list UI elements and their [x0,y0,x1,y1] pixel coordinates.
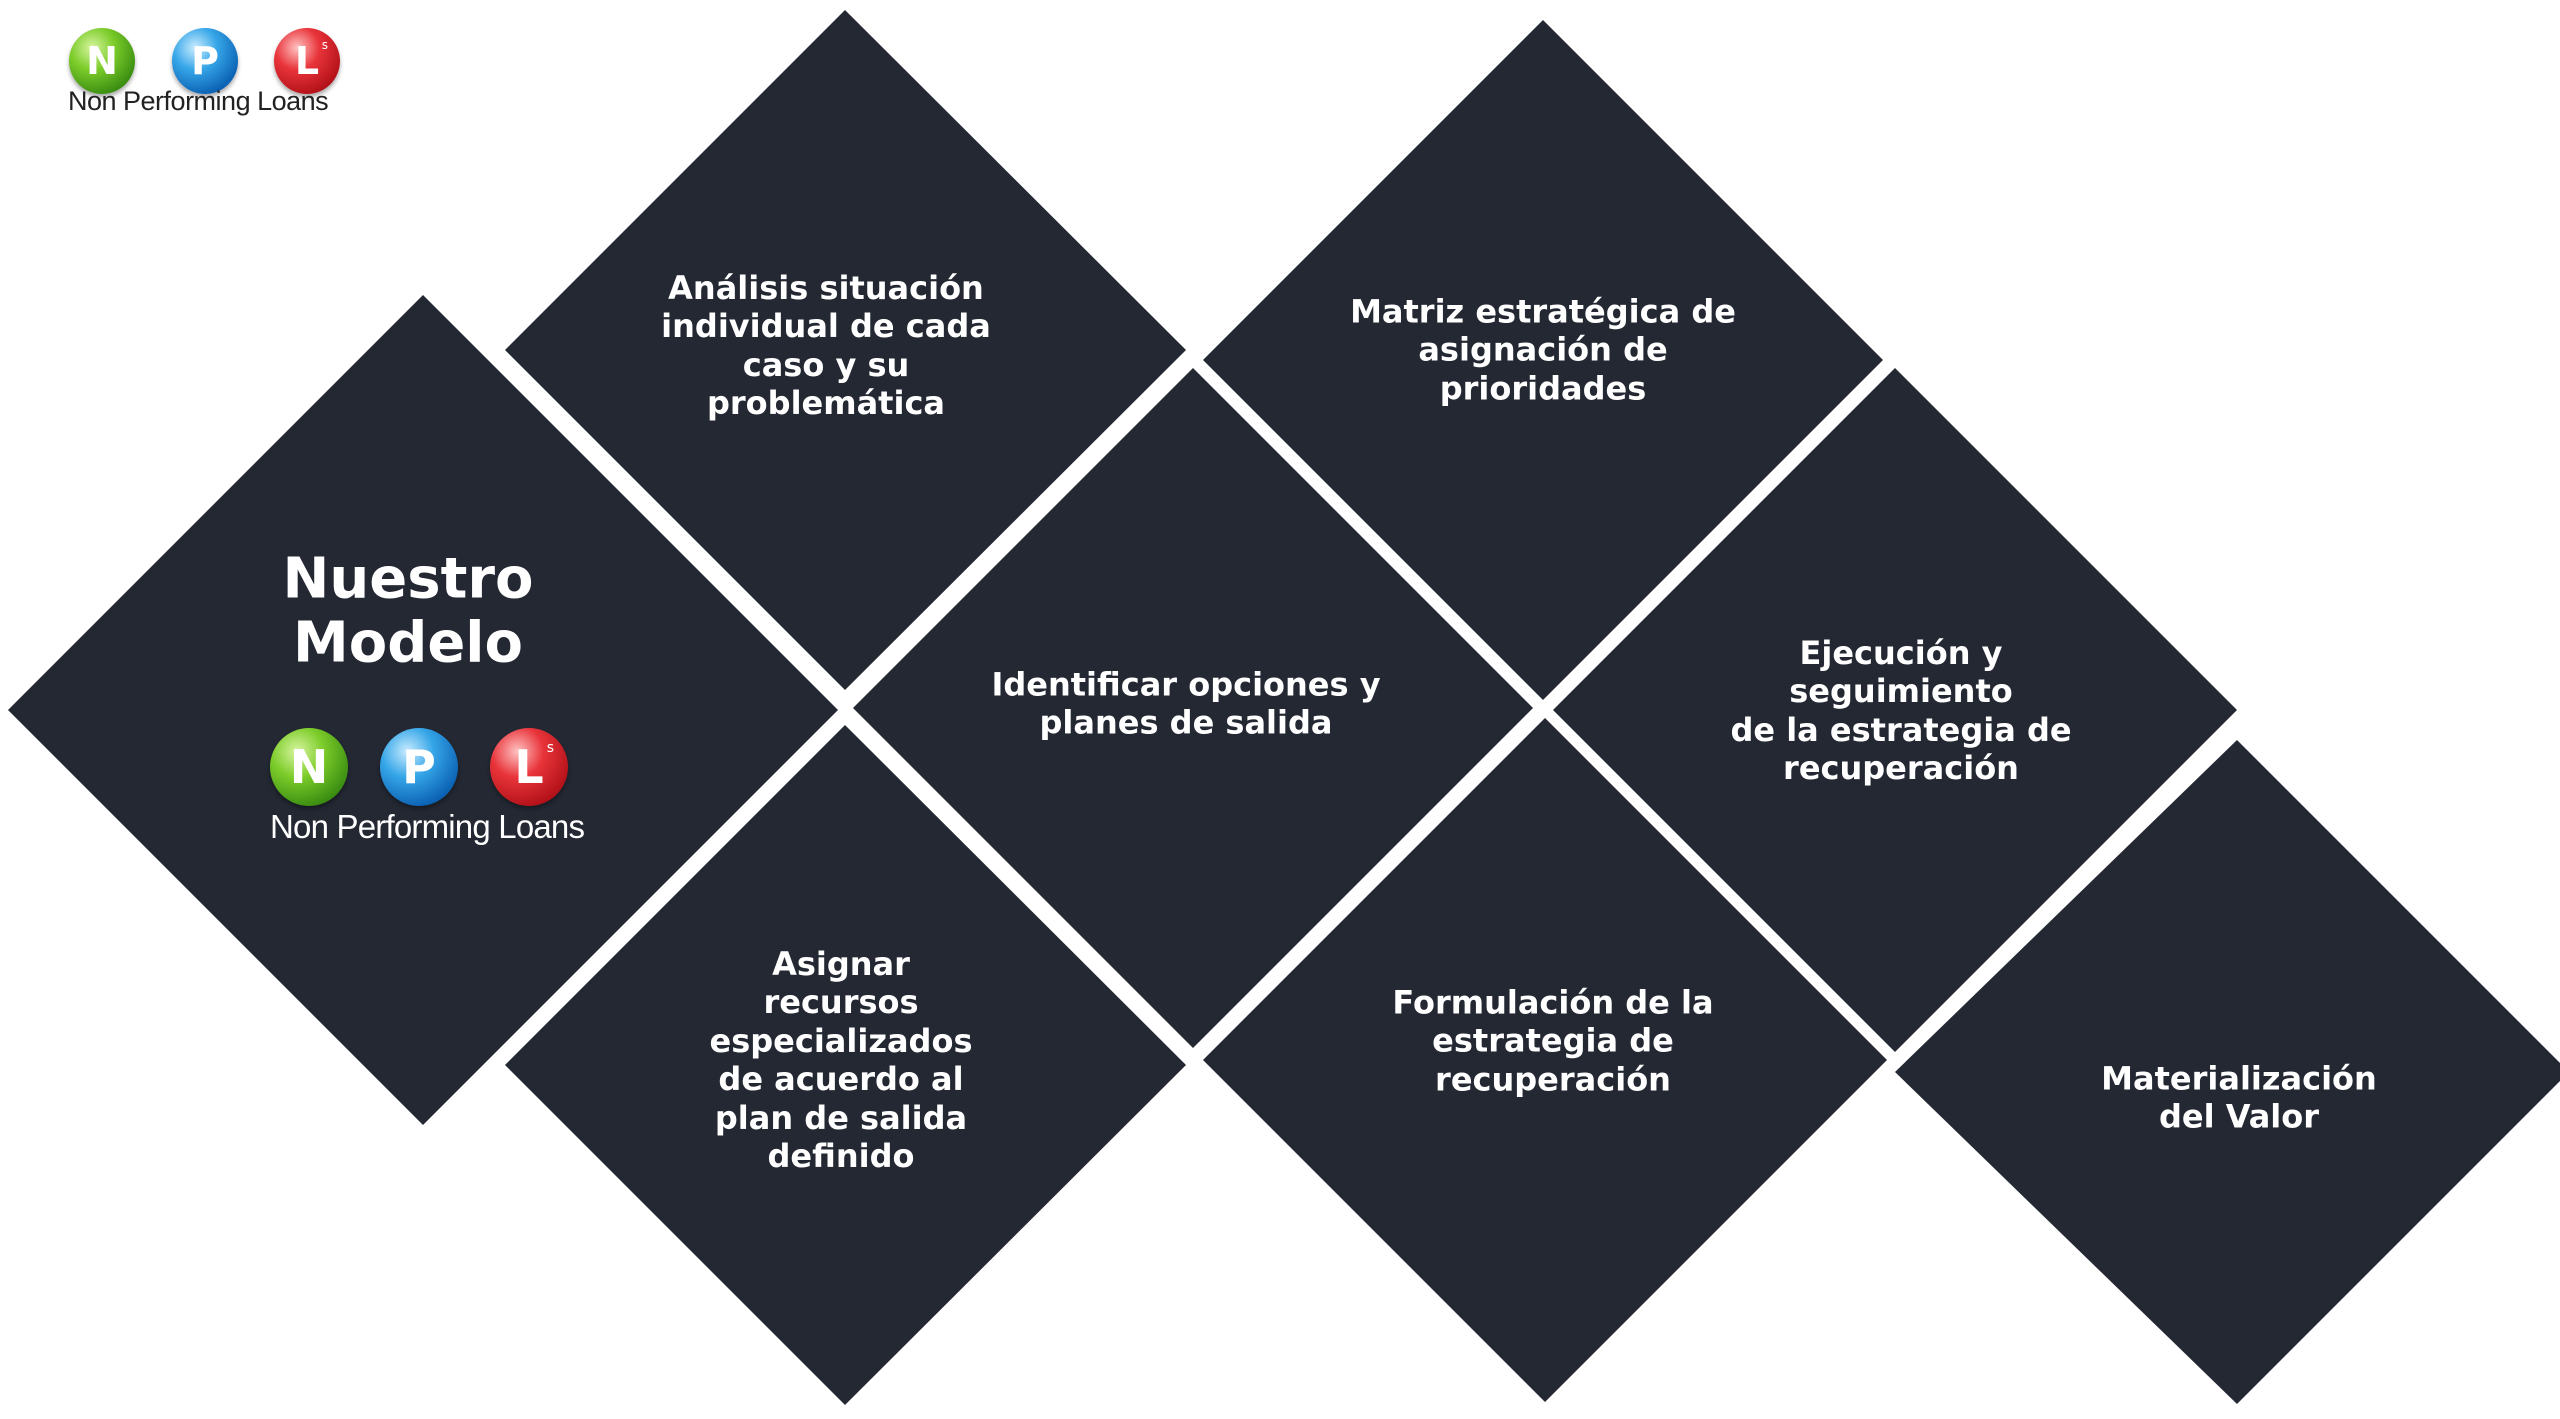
diamond-ejecucion [1553,368,2237,1052]
logo-caption: Non Performing Loans [68,86,329,116]
diamond-identificar [853,368,1533,1048]
logo-letter-l: L [294,39,320,83]
n-ball-icon: N [270,728,348,806]
logo-superscript: s [321,38,328,52]
p-ball-icon: P [172,28,238,94]
diamond-title [8,295,838,1125]
diamond-asignar [505,725,1186,1405]
n-ball-icon: N [69,28,135,94]
diamond-analisis [505,10,1186,690]
step-identificar: Identificar opciones y planes de salida [991,665,1381,742]
p-ball-icon: P [380,728,458,806]
logo-letter-l: L [514,740,544,794]
step-matriz: Matriz estratégica de asignación de prio… [1350,292,1736,408]
diamond-matriz [1203,20,1883,700]
logo-superscript: s [546,740,554,756]
step-ejecucion: Ejecución y seguimiento de la estrategia… [1730,634,2072,788]
logo-letter-n: N [289,740,329,794]
step-asignar: Asignar recursos especializados de acuer… [709,944,973,1175]
step-formulacion: Formulación de la estrategia de recupera… [1392,983,1714,1099]
logo-caption: Non Performing Loans [270,808,585,845]
logo-letter-n: N [86,39,118,83]
diamond-materializacion [1895,740,2560,1404]
logo-letter-p: P [402,740,436,794]
diamond-formulacion [1203,718,1887,1402]
step-materializacion: Materialización del Valor [2101,1059,2377,1136]
step-analisis: Análisis situación individual de cada ca… [661,269,991,423]
diagram-title: Nuestro Modelo [282,546,534,676]
logo-letter-p: P [191,39,219,83]
